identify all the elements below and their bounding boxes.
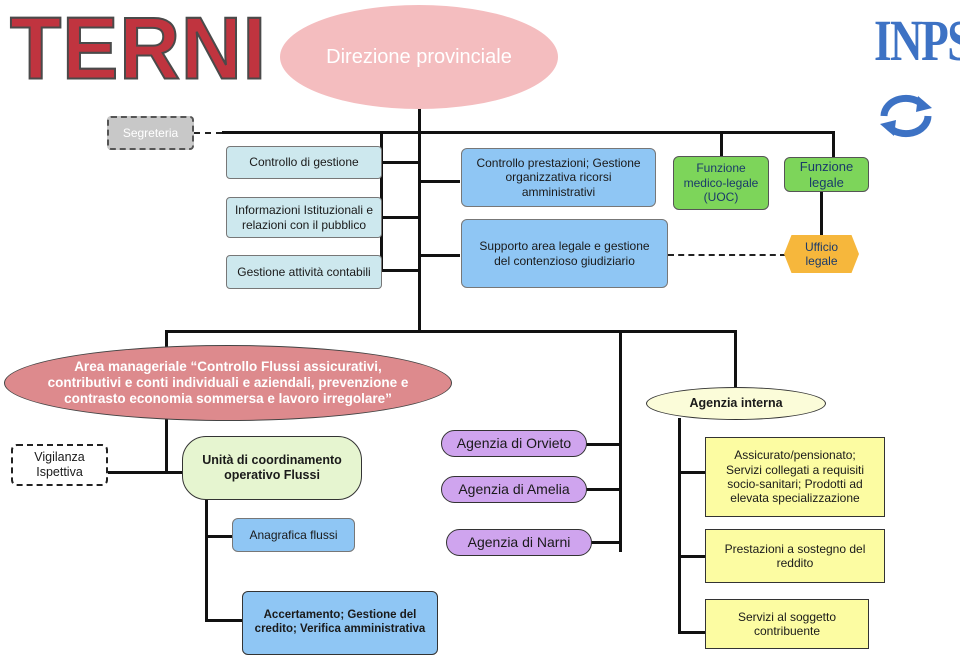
funzione-legale-box: Funzione legale (784, 157, 869, 192)
vigilanza-label: Vigilanza Ispettiva (34, 450, 85, 479)
agenzia-amelia-box: Agenzia di Amelia (441, 476, 587, 503)
unita-trunk (205, 498, 208, 622)
anagrafica-label: Anagrafica flussi (249, 527, 338, 542)
accertamento-box: Accertamento; Gestione del credito; Veri… (242, 591, 438, 655)
agenzia-narni-label: Agenzia di Narni (467, 534, 571, 551)
top-horizontal-line (222, 131, 832, 134)
medico-legale-drop (720, 131, 723, 156)
amelia-connector (585, 488, 621, 491)
supporto-box: Supporto area legale e gestione del cont… (461, 219, 668, 288)
gestione-contabili-label: Gestione attività contabili (237, 264, 371, 279)
assicurato-box: Assicurato/pensionato; Servizi collegati… (705, 437, 885, 517)
dashed-link-segreteria (194, 132, 222, 134)
anagrafica-flussi-box: Anagrafica flussi (232, 518, 355, 552)
dashed-link-supporto-ufficio (668, 254, 786, 256)
agenzia-narni-box: Agenzia di Narni (446, 529, 592, 556)
services-trunk (678, 418, 681, 634)
anagrafica-connector (205, 535, 233, 538)
vigilanza-connector (108, 471, 184, 474)
informazioni-label: Informazioni Istituzionali e relazioni c… (234, 203, 374, 232)
agenzia-orvieto-box: Agenzia di Orvieto (441, 430, 587, 457)
segreteria-box: Segreteria (107, 116, 194, 150)
assicurato-connector (678, 471, 706, 474)
controllo-prestazioni-label: Controllo prestazioni; Gestione organizz… (476, 155, 641, 199)
main-trunk-line (418, 108, 421, 332)
controllo-gestione-box: Controllo di gestione (226, 146, 382, 179)
ufficio-legale-drop (820, 192, 823, 235)
controllo-prestazioni-box: Controllo prestazioni; Gestione organizz… (461, 148, 656, 207)
agenzia-amelia-label: Agenzia di Amelia (458, 481, 570, 498)
servizi-label: Servizi al soggetto contribuente (737, 609, 837, 638)
ufficio-legale-label: Ufficio legale (804, 239, 839, 268)
agenzia-orvieto-label: Agenzia di Orvieto (456, 435, 572, 452)
staff-connector-3 (380, 269, 420, 272)
prestazioni-connector (678, 555, 706, 558)
circular-arrows-icon (880, 94, 932, 138)
unita-coordinamento-box: Unità di coordinamento operativo Flussi (182, 436, 362, 500)
agenzia-interna-label: Agenzia interna (689, 396, 783, 410)
area-manageriale-ellipse: Area manageriale “Controllo Flussi assic… (4, 345, 452, 421)
direzione-label: Direzione provinciale (326, 46, 512, 68)
supporto-label: Supporto area legale e gestione del cont… (479, 239, 650, 268)
center-connector-2 (418, 254, 460, 257)
assicurato-label: Assicurato/pensionato; Servizi collegati… (725, 448, 865, 506)
accertamento-label: Accertamento; Gestione del credito; Veri… (254, 609, 426, 635)
center-connector-1 (418, 180, 460, 183)
direzione-provinciale-ellipse: Direzione provinciale (280, 5, 558, 109)
prestazioni-box: Prestazioni a sostegno del reddito (705, 529, 885, 583)
lower-horizontal-line (165, 330, 737, 333)
segreteria-label: Segreteria (122, 125, 179, 140)
accertamento-connector (205, 619, 243, 622)
medico-legale-label: Funzione medico-legale (UOC) (683, 161, 759, 205)
vigilanza-box: Vigilanza Ispettiva (11, 444, 108, 486)
agencies-trunk (619, 330, 622, 552)
funzione-legale-label: Funzione legale (799, 158, 854, 190)
unita-label: Unità di coordinamento operativo Flussi (202, 453, 342, 482)
agenzia-interna-drop (734, 330, 737, 388)
prestazioni-label: Prestazioni a sostegno del reddito (724, 541, 866, 570)
informazioni-box: Informazioni Istituzionali e relazioni c… (226, 197, 382, 238)
narni-connector (587, 541, 621, 544)
agenzia-interna-ellipse: Agenzia interna (646, 387, 826, 420)
inps-logo: INPS (874, 8, 960, 73)
servizi-box: Servizi al soggetto contribuente (705, 599, 869, 649)
terni-logo: TERNI (9, 0, 267, 98)
area-manageriale-label: Area manageriale “Controllo Flussi assic… (47, 358, 409, 407)
staff-connector-1 (380, 161, 420, 164)
orvieto-connector (585, 443, 621, 446)
medico-legale-box: Funzione medico-legale (UOC) (673, 156, 769, 210)
controllo-gestione-label: Controllo di gestione (249, 155, 359, 170)
gestione-contabili-box: Gestione attività contabili (226, 255, 382, 289)
servizi-connector (678, 631, 706, 634)
funzione-legale-drop (832, 131, 835, 157)
ufficio-legale-box: Ufficio legale (784, 235, 859, 273)
staff-connector-2 (380, 216, 420, 219)
